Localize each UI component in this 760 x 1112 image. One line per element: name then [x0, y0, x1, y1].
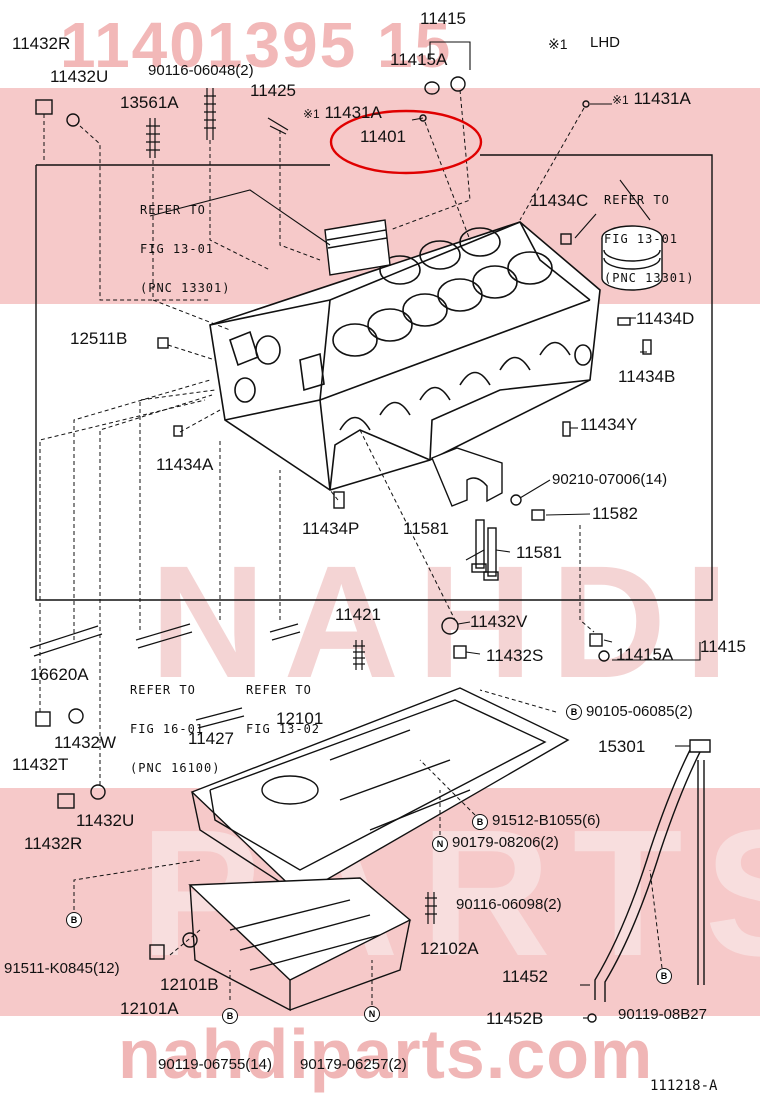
part-label-11415A-top: 11415A	[390, 50, 448, 69]
refer-note-3-line3: (PNC 16100)	[130, 761, 221, 775]
marker-b-91512: B	[472, 814, 488, 830]
marker-b-91511: B	[66, 912, 82, 928]
part-label-11427: 11427	[188, 729, 235, 748]
part-label-11432S: 11432S	[486, 646, 544, 665]
part-label-11415A-right: 11415A	[616, 645, 674, 664]
part-label-11434D: 11434D	[636, 309, 695, 328]
part-label-11582: 11582	[592, 504, 639, 523]
part-label-11434A: 11434A	[156, 455, 214, 474]
refer-note-4-line2: FIG 13-02	[246, 722, 321, 736]
part-label-91511-K0845: 91511-K0845(12)	[4, 960, 120, 977]
part-label-90116-06098: 90116-06098(2)	[456, 896, 562, 913]
refer-note-2-line1: REFER TO	[604, 193, 670, 207]
studs-drawing	[29, 88, 437, 924]
refer-note-2-line2: FIG 13-01	[604, 232, 679, 246]
part-label-12101: 12101	[276, 709, 324, 728]
part-label-90116-06048: 90116-06048(2)	[148, 62, 254, 79]
figure-code: 111218-A	[650, 1078, 718, 1094]
bearing-cap-drawing	[431, 447, 503, 507]
refer-note-2: REFER TO FIG 13-01 (PNC 13301)	[604, 168, 694, 311]
part-label-11434C: 11434C	[530, 191, 589, 210]
part-label-11431A-right-text: 11431A	[633, 89, 691, 108]
part-label-11432U-top: 11432U	[50, 67, 109, 86]
refer-note-1: REFER TO FIG 13-01 (PNC 13301)	[140, 178, 230, 321]
watermark-site: nahdiparts.com	[118, 1015, 654, 1093]
engine-block-drawing	[209, 221, 601, 491]
marker-n-90179-08206: N	[432, 836, 448, 852]
part-label-90210-07006: 90210-07006(14)	[552, 471, 668, 488]
piston-right-drawing	[601, 225, 663, 291]
part-label-11415-right: 11415	[700, 637, 747, 656]
refer-note-3-line2: FIG 16-01	[130, 722, 205, 736]
marker-b-90119-06755: B	[222, 1008, 238, 1024]
refer-note-4: REFER TO FIG 13-02	[246, 658, 320, 762]
refer-note-4-line1: REFER TO	[246, 683, 312, 697]
part-label-11452: 11452	[502, 967, 549, 986]
part-label-11432T: 11432T	[12, 755, 69, 774]
part-label-12102A: 12102A	[420, 939, 479, 958]
part-label-11421: 11421	[335, 605, 382, 624]
lhd-mark-left: ※1	[303, 107, 320, 121]
part-label-90179-06257: 90179-06257(2)	[300, 1056, 407, 1073]
part-label-91512-B1055: 91512-B1055(6)	[492, 812, 601, 829]
part-label-90119-06755: 90119-06755(14)	[158, 1056, 272, 1073]
main-bolts-drawing	[471, 519, 499, 581]
refer-note-2-line3: (PNC 13301)	[604, 271, 695, 285]
oil-pan-upper-drawing	[190, 687, 570, 896]
oil-pan-lower-drawing	[188, 877, 412, 1012]
part-label-11432R-top: 11432R	[12, 34, 71, 53]
part-label-16620A: 16620A	[30, 665, 89, 684]
part-label-11434Y: 11434Y	[580, 415, 638, 434]
marker-b-90105: B	[566, 704, 582, 720]
part-label-11581-a: 11581	[403, 519, 450, 538]
legend-mark: ※1	[548, 36, 568, 52]
part-label-11434P: 11434P	[302, 519, 360, 538]
part-label-11431A-right: ※1 11431A	[612, 90, 691, 109]
part-label-12511B: 12511B	[70, 329, 128, 348]
highlight-ellipse	[329, 109, 483, 175]
part-label-11432V: 11432V	[470, 612, 528, 631]
part-label-12101A: 12101A	[120, 999, 179, 1018]
watermark-brand-letters: NAHDI	[150, 532, 747, 711]
leader-lines	[39, 89, 663, 1005]
part-label-11431A-left-text: 11431A	[324, 103, 382, 122]
refer-note-3: REFER TO FIG 16-01 (PNC 16100)	[130, 658, 220, 801]
refer-note-1-line1: REFER TO	[140, 203, 206, 217]
marker-n-90179-06257: N	[364, 1006, 380, 1022]
part-label-11434B: 11434B	[618, 367, 676, 386]
solid-leaders	[149, 41, 701, 1019]
refer-note-1-line3: (PNC 13301)	[140, 281, 231, 295]
part-label-12101B: 12101B	[160, 975, 219, 994]
dipstick-drawing	[587, 739, 711, 1023]
refer-note-1-line2: FIG 13-01	[140, 242, 215, 256]
part-label-11431A-left: ※1 11431A	[303, 104, 382, 123]
refer-note-3-line1: REFER TO	[130, 683, 196, 697]
part-label-11432R-low: 11432R	[24, 834, 83, 853]
marker-b-90119-08B27: B	[656, 968, 672, 984]
block-group-frame	[35, 154, 713, 601]
part-label-11401: 11401	[360, 127, 407, 146]
part-label-13561A: 13561A	[120, 93, 179, 112]
part-label-11425: 11425	[250, 81, 297, 100]
legend-text: LHD	[590, 34, 621, 51]
part-label-11452B: 11452B	[486, 1009, 544, 1028]
part-label-15301: 15301	[598, 737, 646, 756]
part-label-11581-b: 11581	[516, 543, 563, 562]
part-label-90119-08B27: 90119-08B27	[618, 1006, 707, 1023]
piston-left-drawing	[324, 219, 391, 276]
part-label-11432W: 11432W	[54, 733, 117, 752]
part-label-90179-08206: 90179-08206(2)	[452, 834, 559, 851]
part-label-11415-top: 11415	[420, 9, 467, 28]
watermark-part-code: 11401395 15	[60, 9, 453, 81]
lhd-mark-right: ※1	[612, 93, 629, 107]
part-label-11432U-low: 11432U	[76, 811, 135, 830]
part-label-90105-06085: 90105-06085(2)	[586, 703, 693, 720]
